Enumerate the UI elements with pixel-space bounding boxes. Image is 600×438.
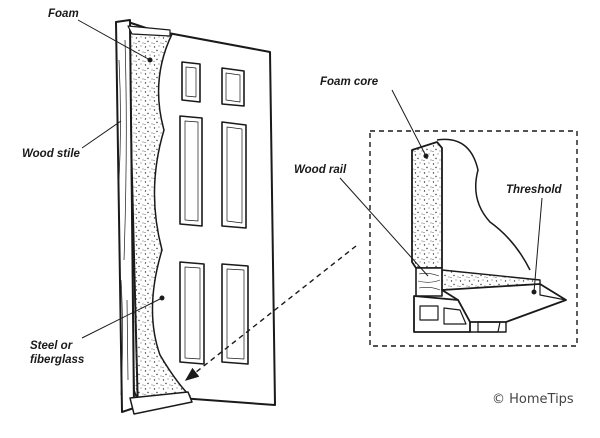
door-illustration — [77, 19, 276, 415]
threshold-detail — [339, 89, 567, 333]
label-wood-rail: Wood rail — [294, 164, 347, 176]
label-steel-or: Steel or — [30, 340, 73, 352]
door-panels — [179, 61, 249, 365]
foam-core-column — [411, 141, 443, 269]
detail-box — [369, 130, 578, 347]
detail-pointer-arrow — [184, 245, 357, 381]
foam-layer — [129, 29, 191, 409]
label-foam-core: Foam core — [320, 76, 379, 88]
label-fiberglass: fiberglass — [30, 354, 85, 366]
label-foam: Foam — [48, 8, 79, 20]
sill-extrusion — [413, 295, 471, 333]
copyright-credit: © HomeTips — [492, 392, 574, 407]
bottom-rail — [129, 391, 193, 415]
label-threshold: Threshold — [506, 184, 562, 196]
label-wood-stile: Wood stile — [22, 148, 80, 160]
